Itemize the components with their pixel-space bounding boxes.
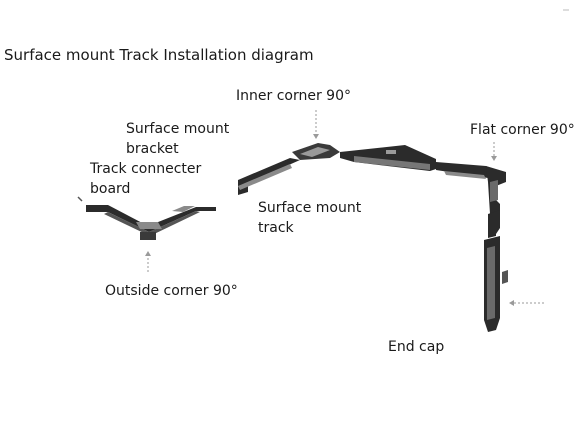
inner-corner-label: Inner corner 90° [236,88,351,104]
inner-corner-arrow [313,134,319,139]
surface-mount-bracket-label-line1: Surface mount [126,121,230,137]
end-cap-arrow [509,300,514,306]
vertical-track [484,210,508,332]
track-connecter-board-label-line2: board [90,181,131,197]
surface-mount-track-label-line1: Surface mount [258,200,362,216]
outside-corner-arrow [145,251,151,256]
flat-corner-label: Flat corner 90° [470,122,575,138]
leader-arrows [145,110,544,306]
surface-mount-track [238,143,500,195]
track-connecter-board-label-line1: Track connecter [90,161,202,177]
end-cap-label: End cap [388,339,445,355]
flat-corner [486,166,506,214]
flat-corner-arrow [491,156,497,161]
surface-mount-bracket-label-line2: bracket [126,141,179,157]
outside-corner-track [77,196,216,240]
diagram-title: Surface mount Track Installation diagram [4,46,314,64]
outside-corner-label: Outside corner 90° [105,283,238,299]
surface-mount-track-label-line2: track [258,220,294,236]
